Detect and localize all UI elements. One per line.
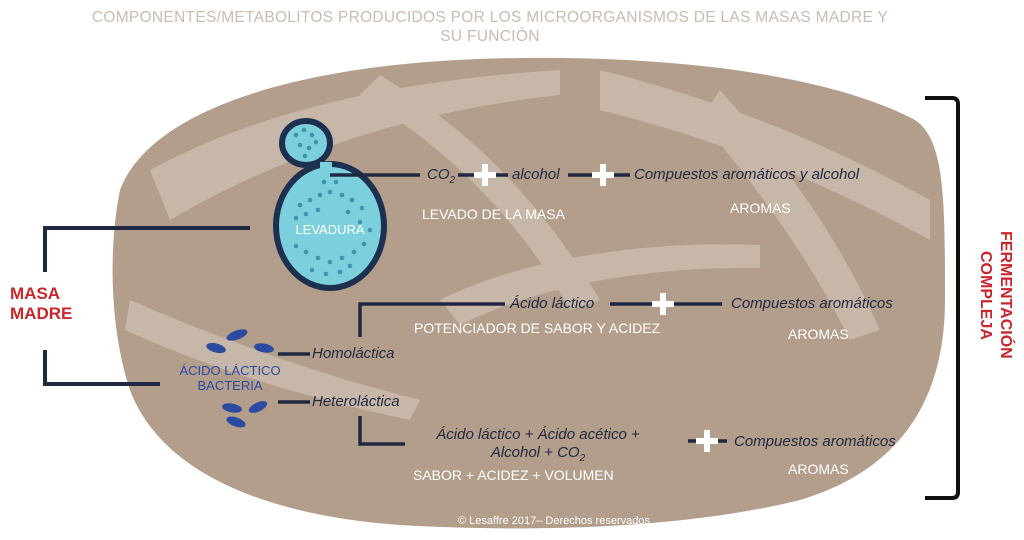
- hetero-line-2-sub: 2: [579, 453, 586, 464]
- levado-de-la-masa: LEVADO DE LA MASA: [422, 206, 565, 222]
- bacteria-line-1: ÁCIDO LÁCTICO: [179, 363, 281, 378]
- levadura-compuestos-text: Compuestos aromáticos y alcohol: [634, 166, 860, 183]
- alcohol-text: alcohol: [512, 166, 560, 183]
- fermentacion-line-1: FERMENTACIÓN: [997, 231, 1014, 359]
- homolactica-label: Homoláctica: [312, 345, 395, 362]
- masa-madre-label: MASA MADRE: [10, 284, 72, 324]
- co2-text: CO2: [427, 166, 455, 186]
- masa-madre-line-1: MASA: [10, 284, 61, 303]
- homolactica-aromas: AROMAS: [788, 326, 849, 342]
- title-line-2: SU FUNCIÓN: [440, 28, 540, 45]
- heterolactica-products: Ácido láctico + Ácido acético + Alcohol …: [412, 426, 664, 468]
- acido-lactico-text: Ácido láctico: [510, 295, 595, 312]
- title-line-1: COMPONENTES/METABOLITOS PRODUCIDOS POR L…: [91, 9, 889, 26]
- plus-icon-co2-alcohol: [474, 164, 496, 186]
- hetero-line-2-main: Alcohol + CO: [490, 444, 580, 461]
- sabor-acidez-volumen-text: SABOR + ACIDEZ + VOLUMEN: [413, 467, 614, 483]
- acido-lactico-bacteria-label: ÁCIDO LÁCTICO BACTERIA: [168, 363, 292, 393]
- hetero-line-2: Alcohol + CO2: [412, 444, 664, 468]
- heterolactica-aromas: AROMAS: [788, 461, 849, 477]
- plus-icon-alcohol-compuestos: [592, 164, 614, 186]
- bread-score-6: [440, 244, 760, 325]
- diagram-title: COMPONENTES/METABOLITOS PRODUCIDOS POR L…: [40, 8, 940, 46]
- bacteria-line-2: BACTERIA: [197, 378, 263, 393]
- copyright-text: © Lesaffre 2017– Derechos reservados: [458, 515, 650, 527]
- fermentacion-compleja-label: FERMENTACIÓN COMPLEJA: [975, 214, 1015, 376]
- fermentacion-bracket: [925, 96, 960, 500]
- homolactica-branch: [358, 302, 505, 337]
- heterolactica-compuestos-text: Compuestos aromáticos: [734, 433, 896, 450]
- bread-score-1: [150, 70, 560, 220]
- masa-madre-bracket-bottom: [43, 350, 160, 386]
- levadura-cell: [273, 118, 387, 291]
- bread-score-2: [360, 75, 600, 310]
- plus-icon-acido-compuestos: [652, 293, 674, 315]
- masa-madre-bracket-top: [43, 226, 250, 272]
- fermentacion-line-2: COMPLEJA: [977, 250, 994, 340]
- masa-madre-line-2: MADRE: [10, 304, 73, 323]
- co2-sub: 2: [449, 175, 456, 186]
- plus-icon-hetero-compuestos: [696, 430, 718, 452]
- homolactica-compuestos-text: Compuestos aromáticos: [731, 295, 893, 312]
- bread-score-5: [125, 300, 420, 420]
- bacteria-cells: [206, 329, 274, 428]
- potenciador-text: POTENCIADOR DE SABOR Y ACIDEZ: [414, 320, 661, 336]
- levadura-aromas: AROMAS: [730, 200, 791, 216]
- heterolactica-branch: [358, 416, 405, 446]
- hetero-line-1: Ácido láctico + Ácido acético +: [436, 426, 640, 443]
- heterolactica-label: Heteroláctica: [312, 393, 400, 410]
- levadura-label: LEVADURA: [295, 222, 365, 237]
- bread-score-4: [700, 90, 880, 340]
- co2-main: CO: [427, 166, 450, 183]
